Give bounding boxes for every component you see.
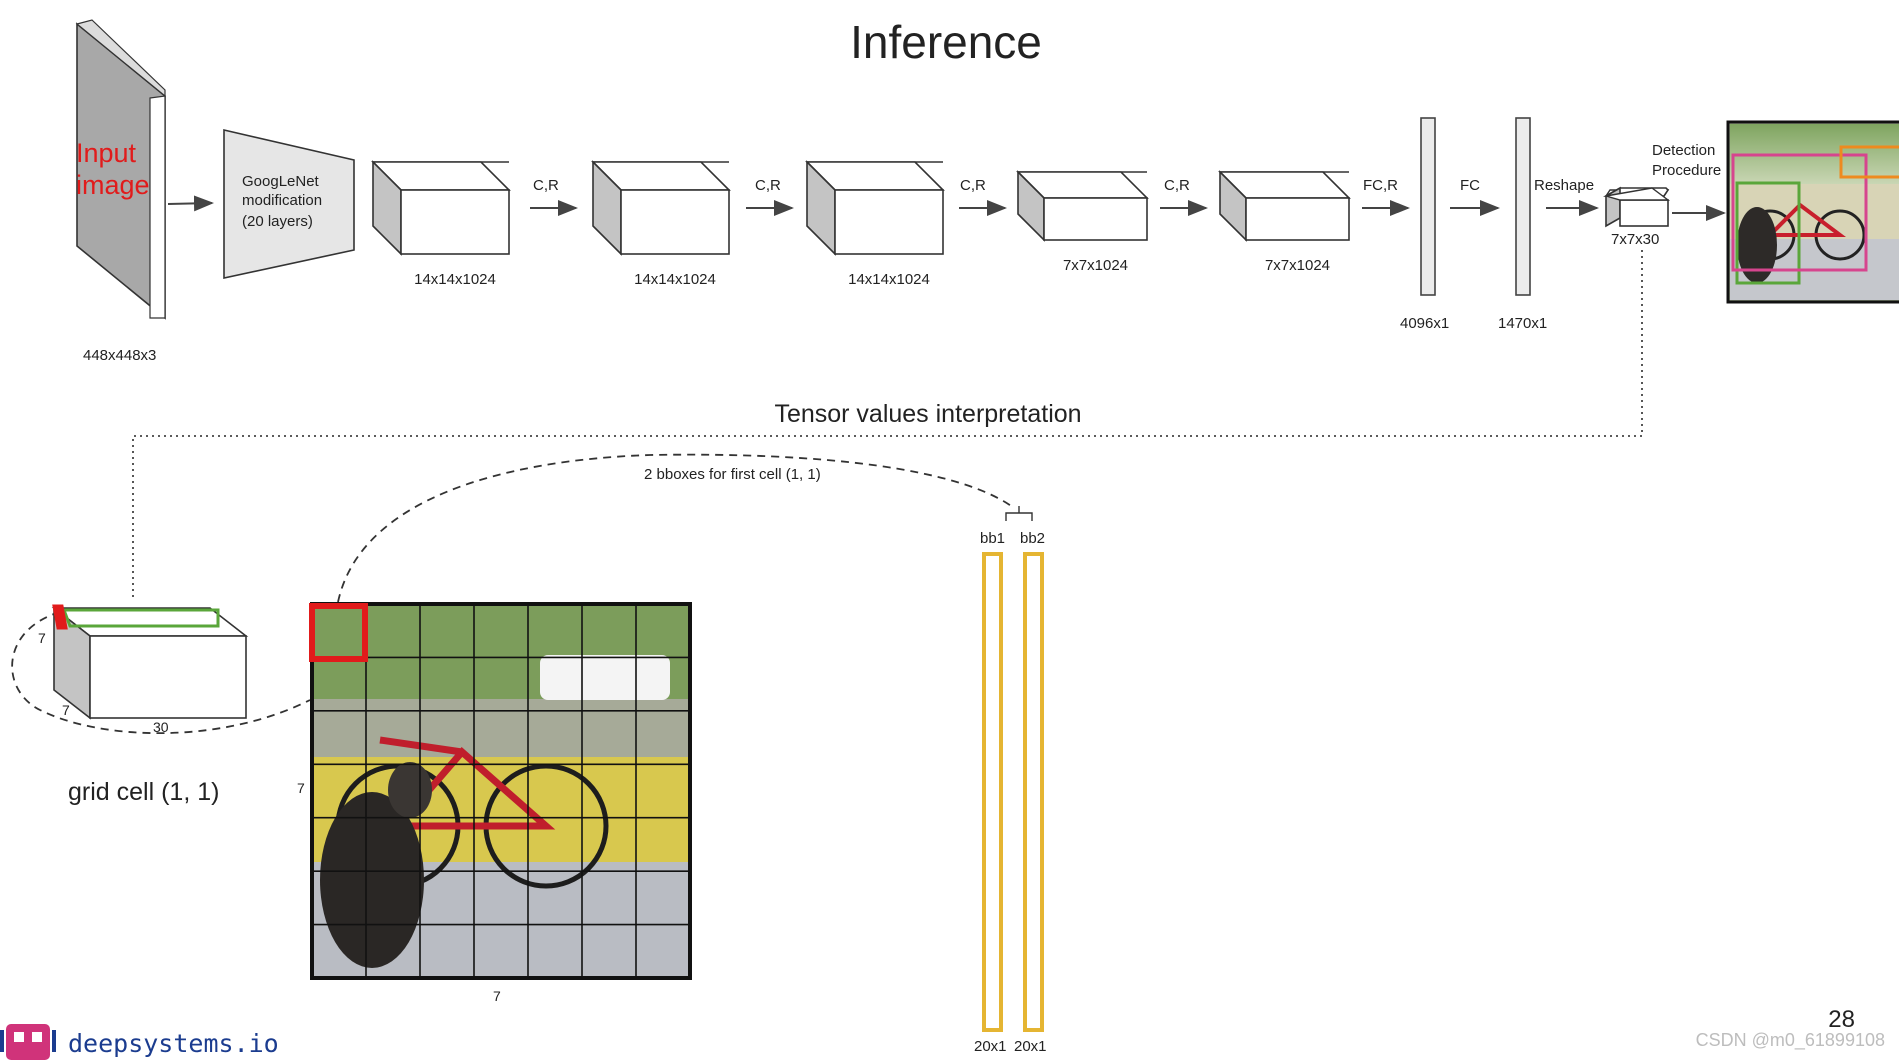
conv-layer-dim-3: 14x14x1024 <box>848 271 930 288</box>
conv-layer-op-3: C,R <box>960 177 986 194</box>
conv-layer-op-2: C,R <box>755 177 781 194</box>
detection-label-line1: Detection <box>1652 142 1715 159</box>
grid-cell-highlight <box>309 603 368 662</box>
tensor-left-label: 7 <box>38 630 46 646</box>
conv-layer-dim-4: 7x7x1024 <box>1063 257 1128 274</box>
input-dim-label: 448x448x3 <box>83 347 156 364</box>
tensor-box <box>1602 186 1671 228</box>
conv-layer-front-5 <box>1245 197 1350 241</box>
grid-lines <box>312 604 690 978</box>
tensor-interp-title: Tensor values interpretation <box>774 400 1081 428</box>
conv-layer-dim-2: 14x14x1024 <box>634 271 716 288</box>
googlenet-label-1: GoogLeNet <box>242 173 320 190</box>
bbox-bracket <box>1005 506 1033 521</box>
conv-layer-dim-5: 7x7x1024 <box>1265 257 1330 274</box>
fc2-vector <box>1515 117 1531 296</box>
fc-op-label: FC <box>1460 177 1480 194</box>
reshape-op-label: Reshape <box>1534 177 1594 194</box>
grid-cell-label: grid cell (1, 1) <box>68 778 219 806</box>
googlenet-label-3: (20 layers) <box>242 213 313 230</box>
input-label-line1: Input <box>76 138 137 168</box>
page-number: 28 <box>1828 1006 1855 1033</box>
csdn-watermark: CSDN @m0_61899108 <box>1696 1030 1885 1051</box>
conv-layer-box-4 <box>1016 170 1149 242</box>
detection-label-line2: Procedure <box>1652 162 1721 179</box>
grid-photo-frame <box>310 602 692 980</box>
grid-left-label: 7 <box>297 780 305 796</box>
bbox-arc <box>337 453 1015 603</box>
conv-layer-op-5: FC,R <box>1363 177 1398 194</box>
fc2-dim-label: 1470x1 <box>1498 315 1547 332</box>
conv-layer-front-4 <box>1043 197 1148 241</box>
bb2-vector <box>1023 552 1044 1032</box>
conv-layer-box-5 <box>1218 170 1351 242</box>
conv-layer-box-1 <box>371 160 511 256</box>
conv-layer-front-3 <box>834 189 944 255</box>
input-image-slab <box>75 19 166 320</box>
conv-layer-box-2 <box>591 160 731 256</box>
dotted-connector <box>132 250 1643 598</box>
grid-photo <box>312 604 690 978</box>
grid-cell-arc <box>11 611 311 735</box>
bb2-dim-label: 20x1 <box>1014 1038 1047 1055</box>
tensor-dim-label: 7x7x30 <box>1611 231 1659 248</box>
tensor-bottom-label: 7 <box>62 702 70 718</box>
conv-layer-op-4: C,R <box>1164 177 1190 194</box>
arrow-input <box>167 195 214 212</box>
fc1-dim-label: 4096x1 <box>1400 315 1449 332</box>
bb1-label: bb1 <box>980 530 1005 547</box>
brand-name: deepsystems.io <box>68 1029 279 1058</box>
fc1-vector <box>1420 117 1436 296</box>
bbox-caption: 2 bboxes for first cell (1, 1) <box>644 466 821 483</box>
bb1-vector <box>982 552 1003 1032</box>
conv-layer-front-1 <box>400 189 510 255</box>
page-title: Inference <box>850 16 1042 68</box>
conv-layer-dim-1: 14x14x1024 <box>414 271 496 288</box>
robot-logo-icon <box>0 1024 56 1060</box>
googlenet-block <box>223 128 355 279</box>
grid-bottom-label: 7 <box>493 988 501 1004</box>
conv-layer-front-2 <box>620 189 730 255</box>
conv-layers: 14x14x1024 C,R 14x14x1024 C,R 14x14x1024 C,R 7… <box>371 160 1410 288</box>
bb1-dim-label: 20x1 <box>974 1038 1007 1055</box>
googlenet-label-2: modification <box>242 192 322 209</box>
tensor-depth-label: 30 <box>153 719 169 735</box>
input-label-line2: image <box>76 170 150 200</box>
tensor-7x7x30 <box>51 604 249 720</box>
detection-output-image <box>1726 120 1899 304</box>
bb2-label: bb2 <box>1020 530 1045 547</box>
conv-layer-op-1: C,R <box>533 177 559 194</box>
conv-layer-box-3 <box>805 160 945 256</box>
